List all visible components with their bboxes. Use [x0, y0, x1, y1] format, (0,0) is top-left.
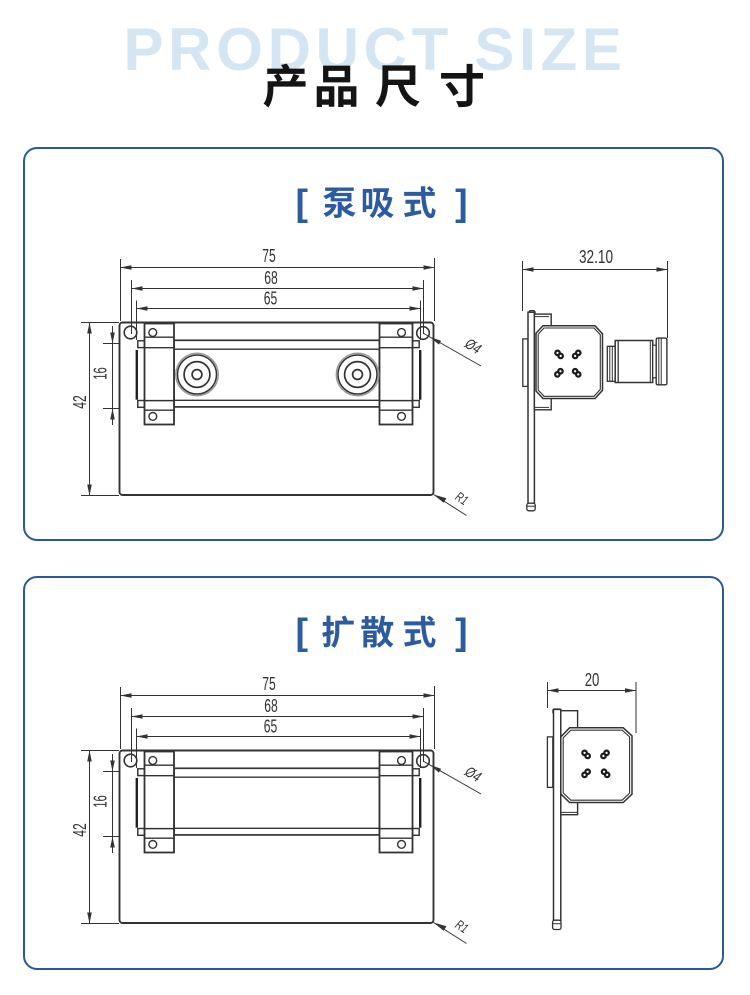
svg-text:20: 20	[585, 670, 600, 690]
svg-text:[: [	[296, 611, 309, 653]
svg-text:[: [	[296, 181, 309, 223]
svg-text:]: ]	[455, 611, 468, 653]
svg-text:32.10: 32.10	[579, 247, 613, 267]
svg-text:]: ]	[455, 181, 468, 223]
